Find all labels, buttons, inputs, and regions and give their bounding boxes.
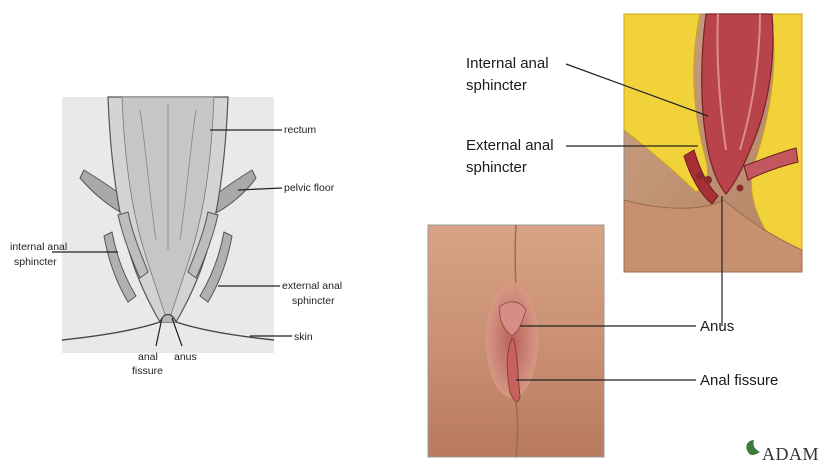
left-line-diagram: rectum pelvic floor internal anal sphinc…: [10, 97, 342, 377]
label-skin: skin: [294, 331, 313, 343]
adam-logo-text: ADAM.: [762, 444, 818, 464]
label-internal-sphincter-line1: internal anal: [10, 241, 67, 253]
label-anus: anus: [174, 351, 197, 363]
label-pelvic-floor: pelvic floor: [284, 182, 335, 194]
label-anus-right: Anus: [700, 318, 734, 335]
label-external-sphincter-line1: external anal: [282, 280, 342, 292]
label-rectum: rectum: [284, 124, 316, 136]
label-internal-sphincter-line2: sphincter: [14, 256, 57, 268]
label-external-sphincter-line2: sphincter: [292, 295, 335, 307]
label-internal-anal-sphincter-line1: Internal anal: [466, 55, 549, 72]
label-anal-fissure-line1: anal: [138, 351, 158, 363]
leaf-icon: [746, 440, 760, 455]
label-internal-anal-sphincter-line2: sphincter: [466, 77, 527, 94]
adam-logo: ADAM.: [746, 440, 818, 464]
label-external-anal-sphincter-line2: sphincter: [466, 159, 527, 176]
label-anal-fissure-line2: fissure: [132, 365, 163, 377]
label-external-anal-sphincter-line1: External anal: [466, 137, 554, 154]
label-anal-fissure-right: Anal fissure: [700, 372, 778, 389]
right-cross-section: [624, 14, 802, 272]
right-external-view: [428, 225, 604, 457]
